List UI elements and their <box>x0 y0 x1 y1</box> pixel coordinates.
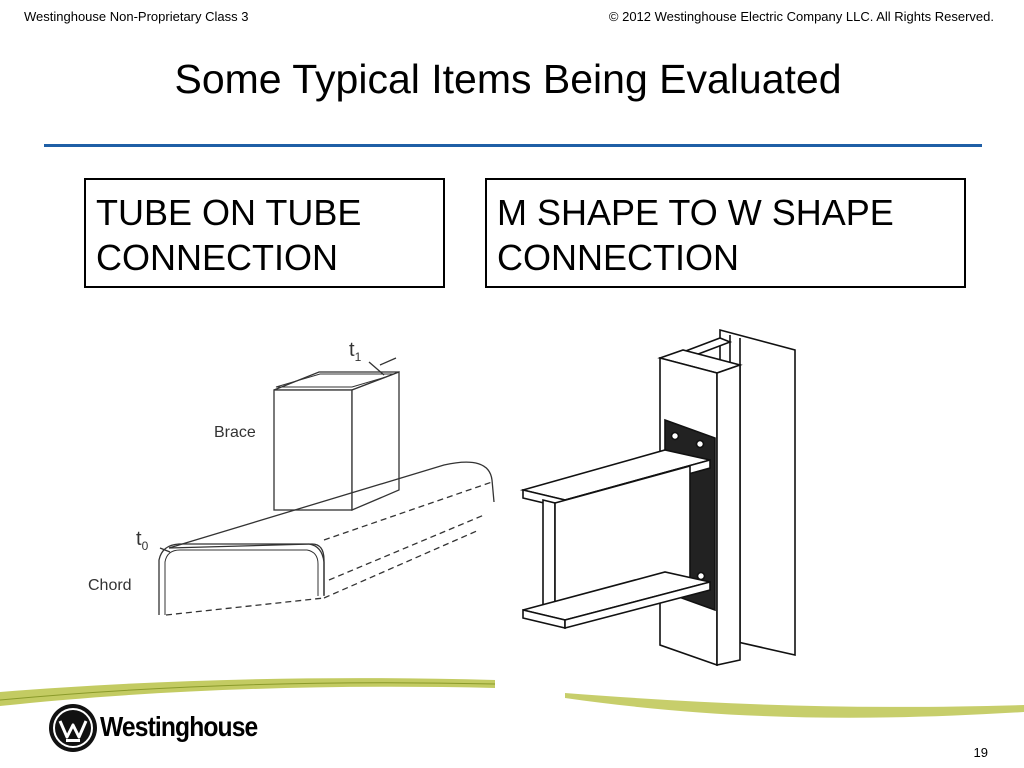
slide-title: Some Typical Items Being Evaluated <box>174 56 842 102</box>
caption-line: TUBE ON TUBE <box>96 192 362 233</box>
beam-connection-figure <box>519 328 796 667</box>
tube-connection-figure: Brace Chord t1 t0 <box>88 339 495 616</box>
caption-line: CONNECTION <box>497 237 739 278</box>
classification-label: Westinghouse Non-Proprietary Class 3 <box>24 9 249 24</box>
caption-line: M SHAPE TO W SHAPE <box>497 192 894 233</box>
t1-label: t1 <box>349 339 362 364</box>
caption-line: CONNECTION <box>96 237 338 278</box>
westinghouse-logo-icon <box>49 704 97 752</box>
chord-label: Chord <box>88 577 132 594</box>
caption-box-beam: M SHAPE TO W SHAPE CONNECTION <box>485 178 966 288</box>
t0-label: t0 <box>136 528 149 553</box>
copyright-notice: © 2012 Westinghouse Electric Company LLC… <box>608 9 994 24</box>
brace-label: Brace <box>214 424 256 441</box>
decorative-swoosh <box>0 678 1024 718</box>
page-number: 19 <box>973 745 988 760</box>
caption-box-tube: TUBE ON TUBE CONNECTION <box>84 178 445 288</box>
logo-wordmark: Westinghouse <box>100 711 258 742</box>
title-divider <box>44 144 982 147</box>
